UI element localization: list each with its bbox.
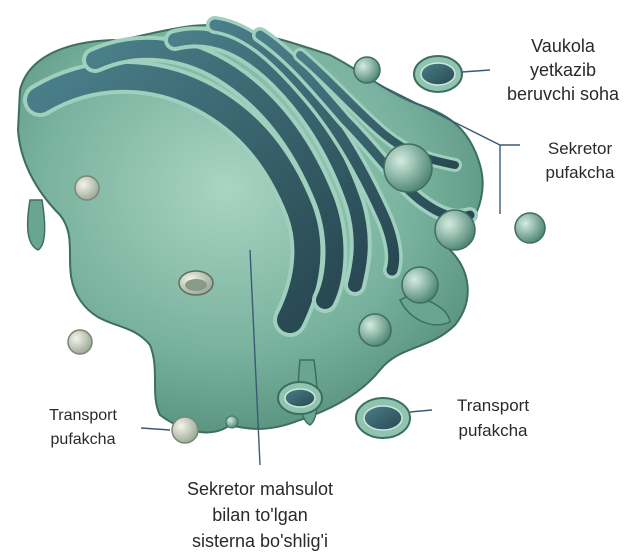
label-line: sisterna bo'shlig'i (150, 528, 370, 554)
label-vacuole-region: Vaukola yetkazib beruvchi soha (493, 34, 633, 106)
label-line: yetkazib (493, 58, 633, 82)
leader-transport-left (141, 428, 170, 430)
label-transport-vesicle-left: Transport pufakcha (28, 404, 138, 452)
label-secretory-vesicle: Sekretor pufakcha (521, 137, 639, 185)
label-transport-vesicle-right: Transport pufakcha (434, 393, 552, 443)
golgi-drip-1 (28, 200, 45, 250)
label-line: Transport (28, 404, 138, 428)
label-line: Vaukola (493, 34, 633, 58)
transport-vesicle-body (278, 382, 322, 414)
label-line: pufakcha (28, 428, 138, 452)
label-line: pufakcha (434, 418, 552, 443)
leader-transport-right (410, 410, 432, 412)
embedded-vesicle (179, 271, 213, 295)
label-line: pufakcha (521, 161, 639, 185)
body-bud-2 (435, 210, 475, 250)
body-bud-1 (384, 144, 432, 192)
free-vesicle-bottom (226, 416, 238, 428)
free-vesicle-left-low (68, 330, 92, 354)
free-vesicle-left (75, 176, 99, 200)
body-bud-4 (359, 314, 391, 346)
transport-vesicle-right (356, 398, 410, 438)
leader-vacuole (462, 70, 490, 72)
label-cisterna-lumen: Sekretor mahsulot bilan to'lgan sisterna… (150, 476, 370, 554)
transport-vesicle-left (172, 417, 198, 443)
label-line: Sekretor mahsulot (150, 476, 370, 502)
label-line: Sekretor (521, 137, 639, 161)
secretory-vesicle (515, 213, 545, 243)
label-line: bilan to'lgan (150, 502, 370, 528)
label-line: beruvchi soha (493, 82, 633, 106)
vacuole-vesicle (414, 56, 462, 92)
label-line: Transport (434, 393, 552, 418)
vacuole-small-vesicle (354, 57, 380, 83)
body-bud-3 (402, 267, 438, 303)
